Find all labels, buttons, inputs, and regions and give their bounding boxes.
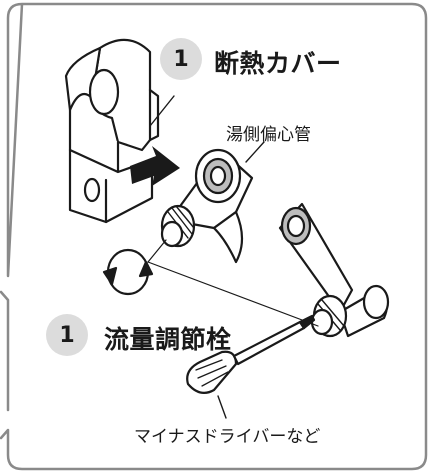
eccentric-pipe-2 [278,202,390,338]
eccentric-pipe-1 [160,148,254,264]
step-title-flow-valve: 流量調節栓 [104,325,232,354]
insert-arrow-icon [130,146,180,186]
heat-insulation-cover [64,38,160,224]
label-eccentric-pipe: 湯側偏心管 [226,125,311,145]
step-badge-flow-valve: 1 [46,314,88,356]
rotate-arrow-icon [102,248,154,296]
label-screwdriver: マイナスドライバーなど [134,427,321,447]
screwdriver [186,314,316,395]
step-badge-heat-cover: 1 [160,38,202,80]
step-title-heat-cover: 断熱カバー [214,49,342,78]
